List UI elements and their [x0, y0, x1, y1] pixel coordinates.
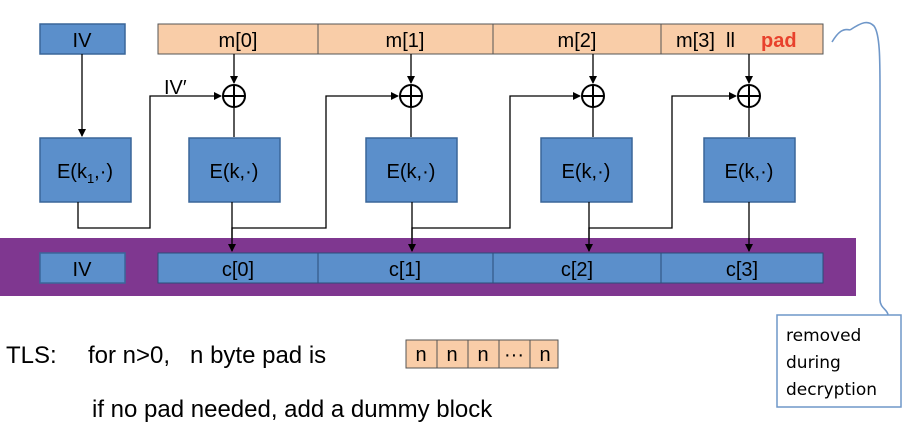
plaintext-row: m[0] m[1] m[2] m[3] ll pad [157, 23, 824, 55]
xor-1 [399, 84, 423, 108]
plaintext-block-0 [157, 23, 319, 55]
ciphertext-label-3: c[3] [726, 259, 758, 281]
pad-cell-0: n [415, 344, 426, 366]
callout-line-1: during [786, 353, 841, 373]
ciphertext-block-3 [660, 252, 824, 284]
plaintext-label-1: m[1] [386, 30, 425, 52]
pad-label: pad [761, 30, 797, 52]
ciphertext-block-0 [157, 252, 319, 284]
encryption-boxes: E(k1,·) E(k,·) E(k,·) E(k,·) E(k,·) [39, 137, 796, 203]
enc-first-sub: 1 [87, 171, 94, 186]
iv-bottom-box [39, 252, 126, 284]
enc-box-3-label: E(k,·) [725, 161, 774, 183]
tls-label: TLS: [6, 342, 57, 369]
removal-callout-connector [831, 21, 889, 316]
ciphertext-block-2 [492, 252, 662, 284]
xor-symbols [222, 84, 761, 108]
ciphertext-label-1: c[1] [389, 259, 421, 281]
enc-first-prefix: E(k [57, 161, 88, 183]
pad-cell-2: n [477, 344, 488, 366]
iv-top-box [39, 23, 126, 55]
flow-arrows [77, 54, 753, 252]
ciphertext-row: c[0] c[1] c[2] c[3] [157, 252, 824, 284]
pad-cell-4: n [539, 344, 550, 366]
plaintext-block-1 [317, 23, 494, 55]
ciphertext-label-0: c[0] [222, 259, 254, 281]
plaintext-label-2: m[2] [558, 30, 597, 52]
enc-box-1 [365, 137, 458, 203]
enc-box-1-label: E(k,·) [387, 161, 436, 183]
enc-box-3 [703, 137, 796, 203]
pad-cell-3: ··· [504, 344, 524, 366]
xor-2 [581, 84, 605, 108]
plaintext-label-3: m[3] ll [676, 30, 735, 52]
plaintext-label-0: m[0] [219, 30, 258, 52]
enc-box-2-label: E(k,·) [562, 161, 611, 183]
enc-box-iv-label: E(k1,·) [57, 161, 113, 186]
enc-box-0-label: E(k,·) [210, 161, 259, 183]
plaintext-block-3 [660, 23, 824, 55]
xor-3 [737, 84, 761, 108]
enc-box-0 [188, 137, 281, 203]
dummy-block-note: if no pad needed, add a dummy block [92, 396, 493, 423]
callout-line-2: decryption [786, 380, 877, 400]
iv-top-label: IV [73, 30, 93, 52]
removal-callout-box [776, 314, 902, 408]
callout-line-0: removed [786, 326, 861, 346]
plaintext-block-2 [492, 23, 662, 55]
iv-bottom-label: IV [73, 259, 93, 281]
pad-example: n n n ··· n [405, 339, 559, 369]
enc-box-2 [540, 137, 633, 203]
ciphertext-block-1 [317, 252, 494, 284]
iv-prime-label: IV′ [164, 77, 187, 99]
enc-first-suffix: ,·) [94, 161, 113, 183]
ciphertext-label-2: c[2] [561, 259, 593, 281]
pad-cell-1: n [446, 344, 457, 366]
enc-box-iv [39, 137, 132, 203]
xor-0 [222, 84, 246, 108]
tls-rule: for n>0, n byte pad is [88, 342, 326, 369]
